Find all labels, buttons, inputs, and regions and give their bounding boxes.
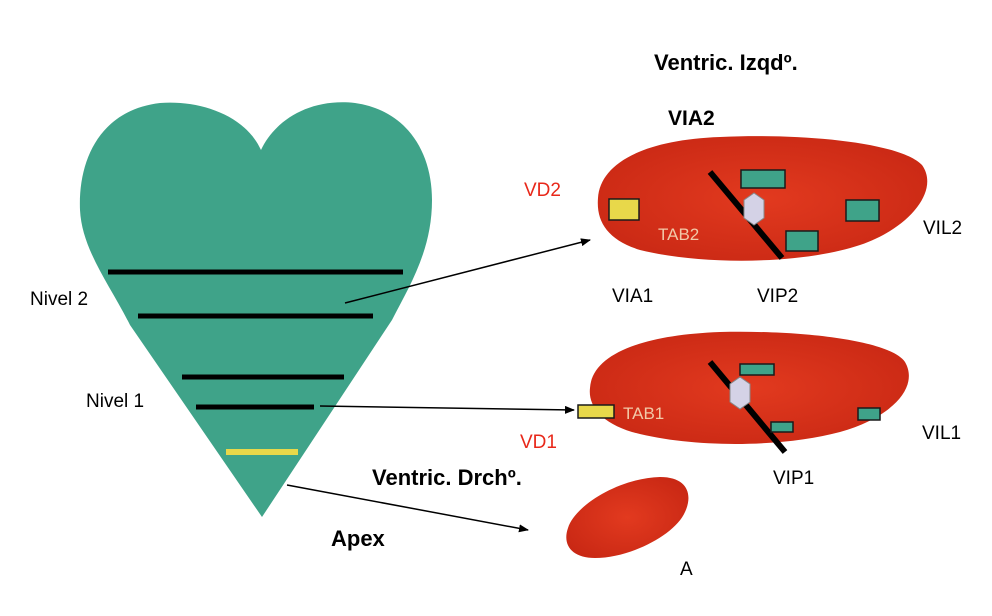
muscle-block-nivel1-a [740,364,774,375]
label-nivel1: Nivel 1 [86,391,144,412]
label-vil2: VIL2 [923,218,962,239]
label-ventric-drch: Ventric. Drchº. [372,465,522,490]
label-tab1: TAB1 [623,404,664,423]
muscle-block-nivel2-b [846,200,879,221]
label-vd1: VD1 [520,432,557,453]
label-via2: VIA2 [668,107,715,130]
muscle-block-nivel1-b [771,422,793,432]
label-vil1: VIL1 [922,423,961,444]
label-a: A [680,559,693,580]
papillary-node-nivel2 [744,193,764,225]
apex-slice [566,477,688,558]
label-tab2: TAB2 [658,225,699,244]
label-ventric-izq: Ventric. Izqdº. [654,50,798,75]
arrow-nivel1 [320,406,574,410]
label-nivel2: Nivel 2 [30,289,88,310]
label-via1: VIA1 [612,286,653,307]
tab2-block [609,199,639,220]
label-apex: Apex [331,526,386,551]
arrow-apex [287,485,528,530]
label-vip2: VIP2 [757,286,798,307]
papillary-node-nivel1 [730,377,750,409]
label-vip1: VIP1 [773,468,814,489]
label-vd2: VD2 [524,180,561,201]
muscle-block-nivel1-c [858,408,880,420]
muscle-block-nivel2-c [786,231,818,251]
muscle-block-nivel2-a [741,170,785,188]
tab1-block [578,405,614,418]
